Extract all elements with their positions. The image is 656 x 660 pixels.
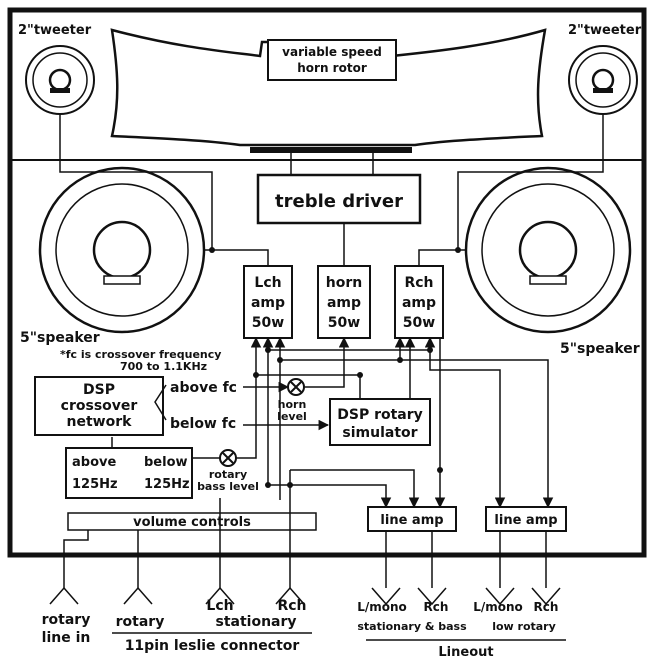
svg-text:amp: amp xyxy=(402,295,436,311)
dsp-crossover-label-3: network xyxy=(67,414,133,430)
lineout-label: Lineout xyxy=(438,645,493,660)
dsp-rotary-label-1: DSP rotary xyxy=(337,407,423,423)
below-125-label-2: 125Hz xyxy=(144,477,190,492)
leslie-connector-label: 11pin leslie connector xyxy=(125,638,300,654)
svg-text:50w: 50w xyxy=(252,315,284,331)
horn-level-control xyxy=(287,378,305,396)
below-125-label-1: below xyxy=(144,455,188,470)
stationary-label: stationary xyxy=(215,614,296,630)
rotary-bass-level-label-2: bass level xyxy=(197,480,259,493)
below-fc-label: below fc xyxy=(170,416,236,432)
rotor-label-box xyxy=(267,39,397,81)
tweeter-left xyxy=(25,45,95,115)
above-fc-label: above fc xyxy=(170,380,237,396)
horn-rotor-shape xyxy=(110,28,547,147)
lch-amp-box: Lch amp 50w xyxy=(243,265,293,339)
rch-amp-box: Rch amp 50w xyxy=(394,265,444,339)
stationary-bass-label: stationary & bass xyxy=(357,620,467,633)
rotor-label-line1: variable speed xyxy=(282,45,382,59)
lmono-1-label: L/mono xyxy=(357,600,407,614)
line-amp-2-box xyxy=(485,506,567,532)
rotary-line-in-label-2: line in xyxy=(42,630,91,646)
rotary-bass-level-control xyxy=(219,449,237,467)
dsp-crossover-box xyxy=(34,376,164,436)
speaker-right xyxy=(464,166,632,334)
dsp-rotary-label-2: simulator xyxy=(342,425,417,441)
svg-text:Rch: Rch xyxy=(404,275,433,291)
volume-controls-box xyxy=(67,512,317,531)
horn-level-label-2: level xyxy=(277,410,307,423)
svg-text:horn: horn xyxy=(326,275,362,291)
dsp-crossover-label-1: DSP xyxy=(83,382,115,398)
volume-controls-label: volume controls xyxy=(133,515,251,530)
rch-2-label: Rch xyxy=(534,600,559,614)
rotor-label-line2: horn rotor xyxy=(297,61,367,75)
speaker-left-label: 5"speaker xyxy=(20,330,100,346)
above-125-label-1: above xyxy=(72,455,116,470)
svg-text:50w: 50w xyxy=(403,315,435,331)
dsp-crossover-label-2: crossover xyxy=(61,398,138,414)
speaker-left xyxy=(38,166,206,334)
treble-driver-box xyxy=(256,173,422,225)
rch-stationary-label: Rch xyxy=(277,598,306,614)
split-125-box xyxy=(65,447,193,499)
rotary-bass-level-label-1: rotary xyxy=(209,468,247,481)
svg-text:50w: 50w xyxy=(328,315,360,331)
signal-routing xyxy=(63,336,554,588)
tweeter-left-label: 2"tweeter xyxy=(18,23,92,38)
lmono-2-label: L/mono xyxy=(473,600,523,614)
horn-level-label-1: horn xyxy=(278,398,307,411)
svg-text:amp: amp xyxy=(251,295,285,311)
tweeter-right xyxy=(568,45,638,115)
line-amp-1-label: line amp xyxy=(380,513,443,528)
connector-pins xyxy=(49,586,561,606)
horn-amp-box: horn amp 50w xyxy=(317,265,371,339)
lch-stationary-label: Lch xyxy=(206,598,233,614)
low-rotary-label: low rotary xyxy=(492,620,556,633)
svg-text:Lch: Lch xyxy=(254,275,281,291)
fc-note-line2: 700 to 1.1KHz xyxy=(120,360,207,373)
fc-note-line1: *fc is crossover frequency xyxy=(60,348,221,361)
crossover-brace xyxy=(154,384,167,421)
svg-text:amp: amp xyxy=(327,295,361,311)
amp-output-wires xyxy=(59,114,604,266)
speaker-right-label: 5"speaker xyxy=(560,341,640,357)
rotary-label: rotary xyxy=(116,614,165,630)
treble-driver-label: treble driver xyxy=(275,191,403,212)
above-125-label-2: 125Hz xyxy=(72,477,118,492)
tweeter-right-label: 2"tweeter xyxy=(568,23,642,38)
dsp-rotary-box xyxy=(329,398,431,446)
line-amp-2-label: line amp xyxy=(494,513,557,528)
cabinet-outline xyxy=(7,7,647,558)
rotary-line-in-label-1: rotary xyxy=(42,612,91,628)
rch-1-label: Rch xyxy=(424,600,449,614)
